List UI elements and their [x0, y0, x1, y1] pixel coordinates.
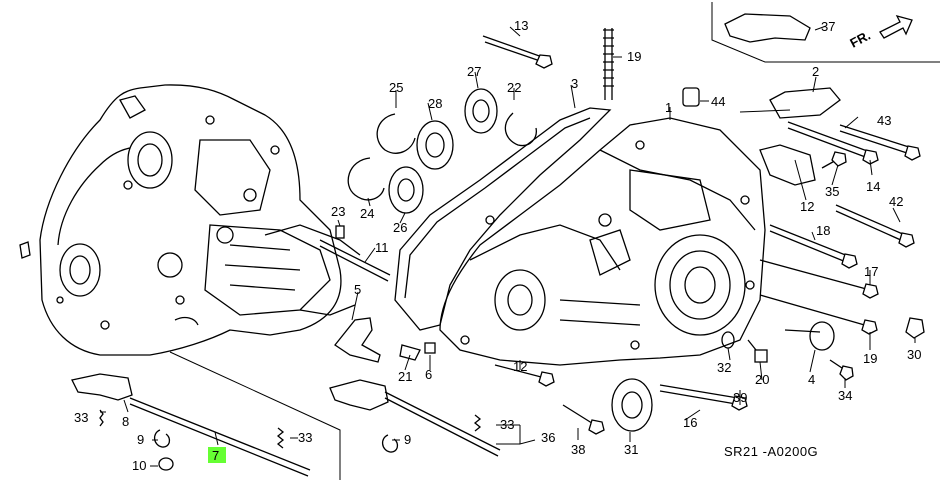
callout-44: 43: [877, 113, 891, 128]
callout-23: 22: [507, 80, 521, 95]
callout-9-right: 9: [404, 432, 411, 447]
callout-29: 28: [428, 96, 442, 111]
callout-27: 26: [393, 220, 407, 235]
callout-45: 44: [711, 94, 725, 109]
callout-8: 8: [122, 414, 129, 429]
callout-6: 6: [425, 367, 432, 382]
callout-4: 4: [808, 372, 815, 387]
callout-16: 16: [683, 415, 697, 430]
transmission-case: [394, 107, 766, 366]
callout-25: 24: [360, 206, 374, 221]
callout-12: 12: [800, 199, 814, 214]
small-parts: [71, 2, 940, 480]
callout-17: 17: [864, 264, 878, 279]
callout-19: 19: [863, 351, 877, 366]
leader-lines: [100, 25, 916, 467]
callout-30: 30: [907, 347, 921, 362]
callout-36: 35: [825, 184, 839, 199]
callout-20: 19: [627, 49, 641, 64]
callout-9-left: 9: [137, 432, 144, 447]
callout-37: 36: [541, 430, 555, 445]
callout-15: 13: [514, 18, 528, 33]
highlight-part-7: [208, 447, 226, 463]
callout-35: 34: [838, 388, 852, 403]
callout-7: 7: [212, 448, 219, 463]
callout-5: 5: [354, 282, 361, 297]
callout-18: 18: [816, 223, 830, 238]
callout-24: 23: [331, 204, 345, 219]
callout-31: 31: [624, 442, 638, 457]
callout-11: 11: [375, 240, 389, 255]
callout-38: 37: [821, 19, 835, 34]
fr-direction: FR.: [847, 28, 873, 51]
callout-40: 39: [733, 390, 747, 405]
callout-14: 14: [866, 179, 880, 194]
callout-10: 10: [132, 458, 146, 473]
callout-34: 33: [74, 410, 88, 425]
callout-labels: 13 19 3 1 2 44 27 28 22 25 24 26 23 11 5…: [74, 18, 921, 473]
callout-43: 42: [889, 194, 903, 209]
callout-3: 3: [571, 76, 578, 91]
callout-32: 32: [717, 360, 731, 375]
callout-28: 27: [467, 64, 481, 79]
clutch-housing: [19, 84, 361, 356]
callout-1: 1: [665, 100, 672, 115]
callout-33-left: 33: [298, 430, 312, 445]
callout-39: 38: [571, 442, 585, 457]
callout-13: 12: [513, 359, 527, 374]
callout-22: 21: [398, 369, 412, 384]
callout-33-right: 33: [500, 417, 514, 432]
callout-21: 20: [755, 372, 769, 387]
diagram-code: SR21 -A0200G: [724, 444, 818, 459]
callout-2: 2: [812, 64, 819, 79]
callout-26: 25: [389, 80, 403, 95]
